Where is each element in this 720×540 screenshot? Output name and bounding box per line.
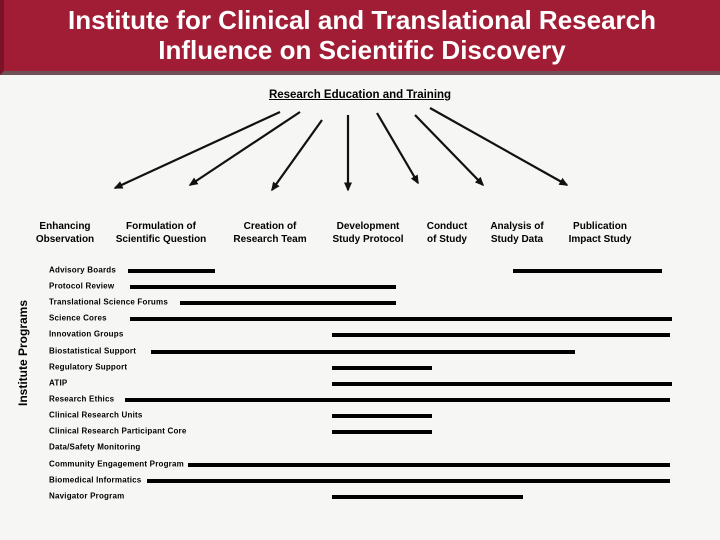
phase-header-line1: Enhancing: [39, 221, 91, 232]
program-label: Clinical Research Participant Core: [49, 426, 187, 436]
title-banner: Institute for Clinical and Translational…: [0, 0, 720, 75]
program-span-bar: [188, 463, 670, 467]
program-span-bar: [332, 414, 432, 418]
program-span-bar: [125, 398, 670, 402]
phase-header-line2: Study Data: [490, 234, 544, 245]
research-education-label: Research Education and Training: [268, 89, 452, 101]
program-span-bar: [130, 285, 396, 289]
program-span-bar: [332, 333, 670, 337]
program-span-bar: [332, 382, 672, 386]
program-label: Data/Safety Monitoring: [49, 442, 141, 452]
program-label: ATIP: [49, 378, 68, 388]
phase-header-line2: Impact Study: [568, 234, 632, 245]
phase-header-6: Analysis of Study Data: [490, 220, 543, 246]
program-label: Translational Science Forums: [49, 297, 168, 307]
program-span-bar: [128, 269, 215, 273]
program-label: Advisory Boards: [49, 265, 117, 275]
phase-header-line1: Creation of: [243, 221, 297, 232]
phase-header-3: Creation of Research Team: [233, 220, 306, 246]
phase-header-2: Formulation of Scientific Question: [116, 220, 207, 246]
program-label: Navigator Program: [49, 491, 125, 501]
program-span-bar: [180, 301, 396, 305]
program-span-bar: [151, 350, 575, 354]
phase-header-line2: Research Team: [233, 234, 307, 245]
phase-header-line2: Observation: [35, 234, 95, 245]
program-span-bar: [332, 495, 523, 499]
program-span-bar: [332, 366, 432, 370]
program-label: Biomedical Informatics: [49, 475, 142, 485]
program-span-bar: [130, 317, 672, 321]
phase-header-line1: Analysis of: [490, 221, 544, 232]
program-label: Community Engagement Program: [49, 459, 184, 469]
flow-arrow: [188, 111, 301, 186]
institute-programs-axis-label: Institute Programs: [16, 299, 30, 407]
program-label: Regulatory Support: [49, 362, 128, 372]
program-label: Biostatistical Support: [49, 346, 137, 356]
program-span-bar: [147, 479, 670, 483]
slide-title-line2: Influence on Scientific Discovery: [158, 35, 566, 65]
slide-title-line1: Institute for Clinical and Translational…: [67, 5, 657, 35]
program-label: Clinical Research Units: [49, 410, 143, 420]
arrow-fan: [113, 107, 569, 192]
phase-header-line1: Formulation of: [125, 221, 196, 232]
phase-header-5: Conduct of Study: [427, 220, 468, 246]
program-label: Science Cores: [49, 313, 107, 323]
phase-header-line2: of Study: [426, 234, 467, 245]
flow-arrow: [113, 111, 281, 189]
phase-header-line1: Development: [336, 221, 400, 232]
flow-arrow: [429, 107, 569, 186]
program-label: Research Ethics: [49, 394, 115, 404]
phase-header-line1: Conduct: [426, 221, 468, 232]
flow-arrow: [414, 114, 485, 187]
program-span-bar: [332, 430, 432, 434]
program-label: Innovation Groups: [49, 329, 124, 339]
program-span-bar: [513, 269, 662, 273]
flow-arrow: [376, 112, 419, 185]
phase-header-line2: Study Protocol: [332, 234, 404, 245]
program-label: Protocol Review: [49, 281, 115, 291]
phase-header-line2: Scientific Question: [115, 234, 207, 245]
phase-header-line1: Publication: [573, 221, 627, 232]
flow-arrow: [271, 119, 323, 192]
